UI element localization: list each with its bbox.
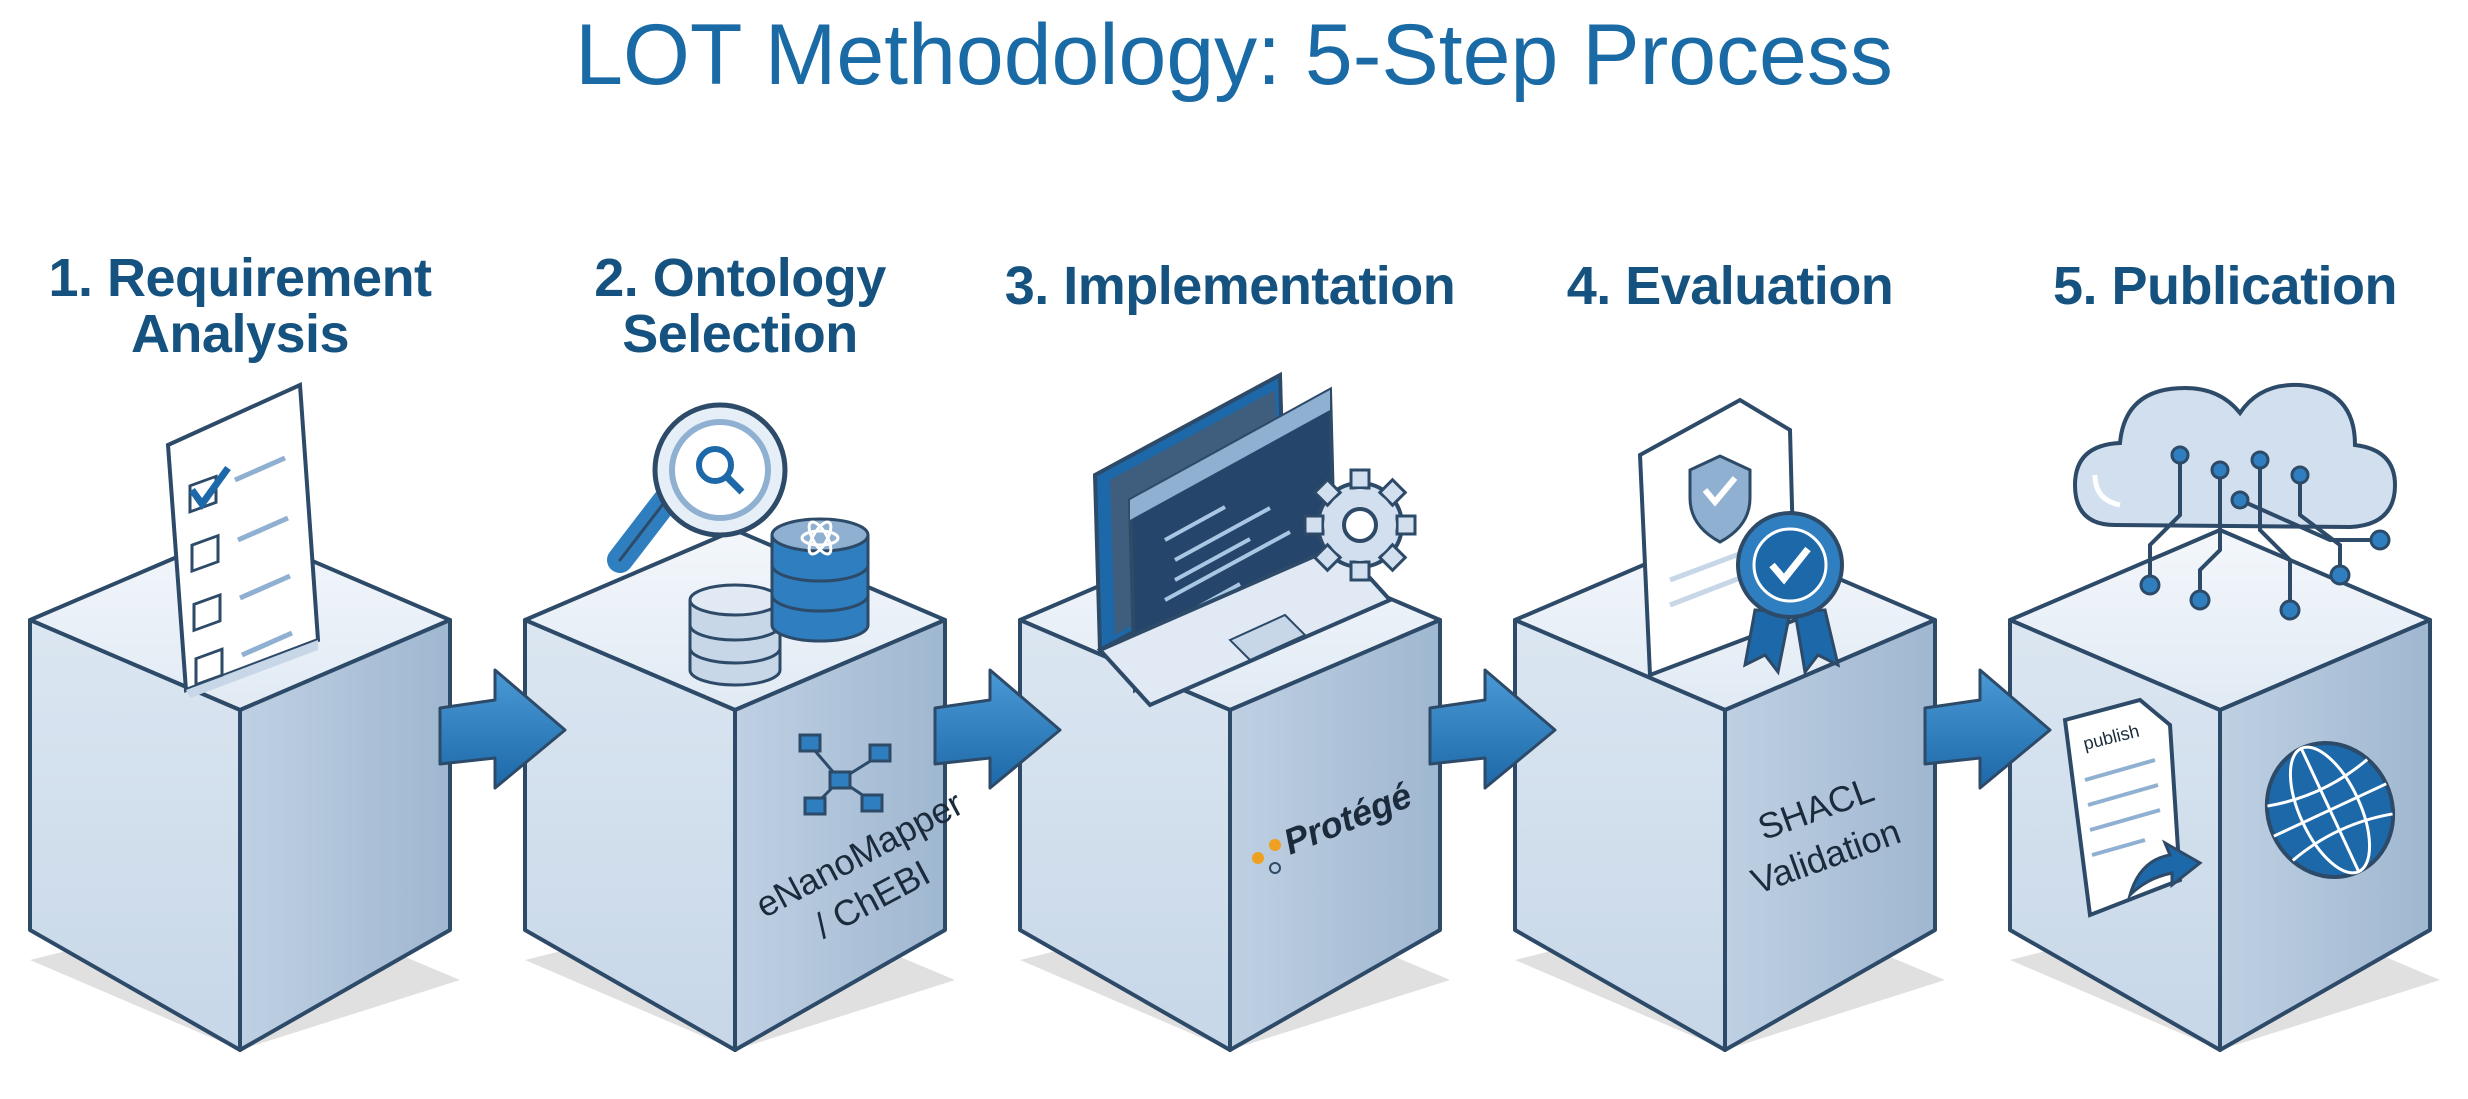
arrow-step-2-to-3 bbox=[933, 668, 1062, 790]
step-title-5: 5. Publication bbox=[1990, 258, 2460, 314]
step-title-4: 4. Evaluation bbox=[1500, 258, 1960, 314]
step-title-3-line1: 3. Implementation bbox=[1004, 256, 1456, 316]
arrow-step-4-to-5 bbox=[1923, 668, 2052, 790]
globe-icon bbox=[2264, 741, 2396, 879]
arrow-step-3-to-4 bbox=[1428, 668, 1557, 790]
step-4-cube-right-face bbox=[1723, 618, 1937, 1052]
arrow-step-1-to-2 bbox=[438, 668, 567, 790]
publish-document-icon: publish bbox=[2062, 697, 2203, 918]
certificate-badge-icon bbox=[1637, 397, 1844, 678]
page-title: LOT Methodology: 5-Step Process bbox=[575, 7, 1893, 103]
step-title-1-line1: 1. Requirement bbox=[48, 248, 432, 308]
step-2-cube-right-face bbox=[733, 618, 947, 1052]
step-1-cube-right-face bbox=[238, 618, 452, 1052]
step-3-cube-right-face bbox=[1228, 618, 1442, 1052]
laptop-code-gear-icon bbox=[1092, 371, 1417, 708]
step-title-1: 1. Requirement Analysis bbox=[0, 250, 480, 362]
step-title-4-line1: 4. Evaluation bbox=[1566, 256, 1894, 316]
step-title-1-line2: Analysis bbox=[130, 304, 350, 364]
network-graph-icon bbox=[798, 733, 892, 816]
step-title-5-line1: 5. Publication bbox=[2052, 256, 2398, 316]
step-title-2-line2: Selection bbox=[622, 304, 858, 364]
checklist-icon bbox=[165, 381, 321, 698]
step-title-3: 3. Implementation bbox=[980, 258, 1480, 314]
cloud-network-icon bbox=[2072, 382, 2398, 621]
magnifier-database-icon bbox=[607, 402, 870, 687]
step-title-2-line1: 2. Ontology bbox=[594, 248, 886, 308]
step-title-2: 2. Ontology Selection bbox=[500, 250, 980, 362]
